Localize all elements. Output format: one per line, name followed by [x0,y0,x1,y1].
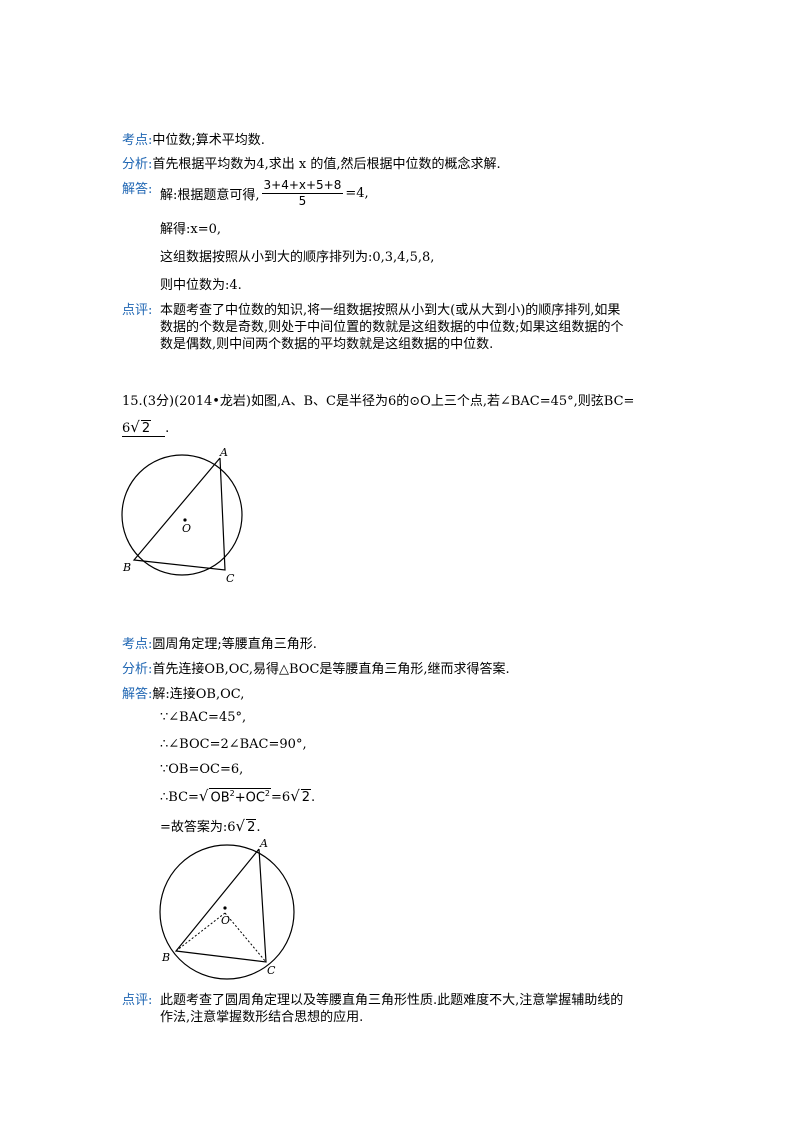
center-point [183,518,187,522]
q15-dianping-line1: 此题考查了圆周角定理以及等腰直角三角形性质.此题难度不大,注意掌握辅助线的 [160,993,624,1008]
kaodian-label: 考点: [122,133,153,148]
label-b: B [161,951,170,964]
center-point [223,906,227,910]
eq-suffix: =4, [345,186,369,201]
label-o: O [182,522,191,535]
label-a: A [259,837,268,850]
q15-kaodian: 考点:圆周角定理;等腰直角三角形. [122,637,317,652]
q15-step2: ∵∠BAC=45°, [160,710,247,725]
q14-dianping-line1: 本题考查了中位数的知识,将一组数据按照从小到大(或从大到小)的顺序排列,如果 [160,303,621,318]
q15-answer: 6√2. [122,418,170,437]
label-a: A [219,446,228,459]
q14-line3: 这组数据按照从小到大的顺序排列为:0,3,4,5,8, [160,250,435,265]
fraction: 3+4+x+5+8 5 [261,178,344,209]
q15-dianping-line2: 作法,注意掌握数形结合思想的应用. [160,1010,364,1025]
q14-dianping-line3: 数是偶数,则中间两个数据的平均数就是这组数据的中位数. [160,337,494,352]
radicand: OB2+OC2 [209,787,272,805]
q15-step6: =故答案为:6√2. [160,817,261,835]
q15-stem: 15.(3分)(2014•龙岩)如图,A、B、C是半径为6的⊙O上三个点,若∠B… [122,394,635,409]
circle-figure-1: A B C O [121,446,243,585]
q15-step4: ∵OB=OC=6, [160,762,244,777]
q15-jieda: 解答:解:连接OB,OC, [122,687,245,702]
sqrt-sign: √ [130,418,140,436]
circle-o [121,454,243,576]
q15-step3: ∴∠BOC=2∠BAC=90°, [160,737,307,752]
sqrt-sign: √ [198,787,209,805]
fenxi-label: 分析: [122,157,153,172]
eq-prefix: 解:根据题意可得, [160,188,260,203]
circle-figure-2: A B C O [159,837,295,980]
circle-o [159,844,295,980]
fraction-numerator: 3+4+x+5+8 [261,178,344,194]
fraction-denominator: 5 [298,194,307,208]
q15-fenxi: 分析:首先连接OB,OC,易得△BOC是等腰直角三角形,继而求得答案. [122,662,510,677]
q15-dianping-label: 点评: [122,993,153,1008]
q14-line4: 则中位数为:4. [160,278,242,293]
q14-equation: 解:根据题意可得, 3+4+x+5+8 5 =4, [160,178,369,209]
q15-step5: ∴BC=√OB2+OC2=6√2. [160,787,316,805]
label-o: O [221,914,230,927]
fenxi-text: 首先根据平均数为4,求出 x 的值,然后根据中位数的概念求解. [152,157,501,172]
segment-oc [224,912,267,963]
q14-fenxi: 分析:首先根据平均数为4,求出 x 的值,然后根据中位数的概念求解. [122,153,501,172]
answer-blank: 6√2 [122,418,166,437]
segment-ob [175,912,226,952]
q14-dianping-label: 点评: [122,303,153,318]
q14-kaodian: 考点:中位数;算术平均数. [122,129,265,148]
q14-jieda-label: 解答: [122,182,153,197]
triangle-abc [174,848,267,963]
label-c: C [226,572,235,585]
triangle-abc [132,457,226,571]
q14-line2: 解得:x=0, [160,222,222,237]
kaodian-text: 中位数;算术平均数. [152,133,265,148]
label-c: C [267,964,276,977]
q14-dianping-line2: 数据的个数是奇数,则处于中间位置的数就是这组数据的中位数;如果这组数据的个 [160,320,624,335]
label-b: B [122,561,131,574]
